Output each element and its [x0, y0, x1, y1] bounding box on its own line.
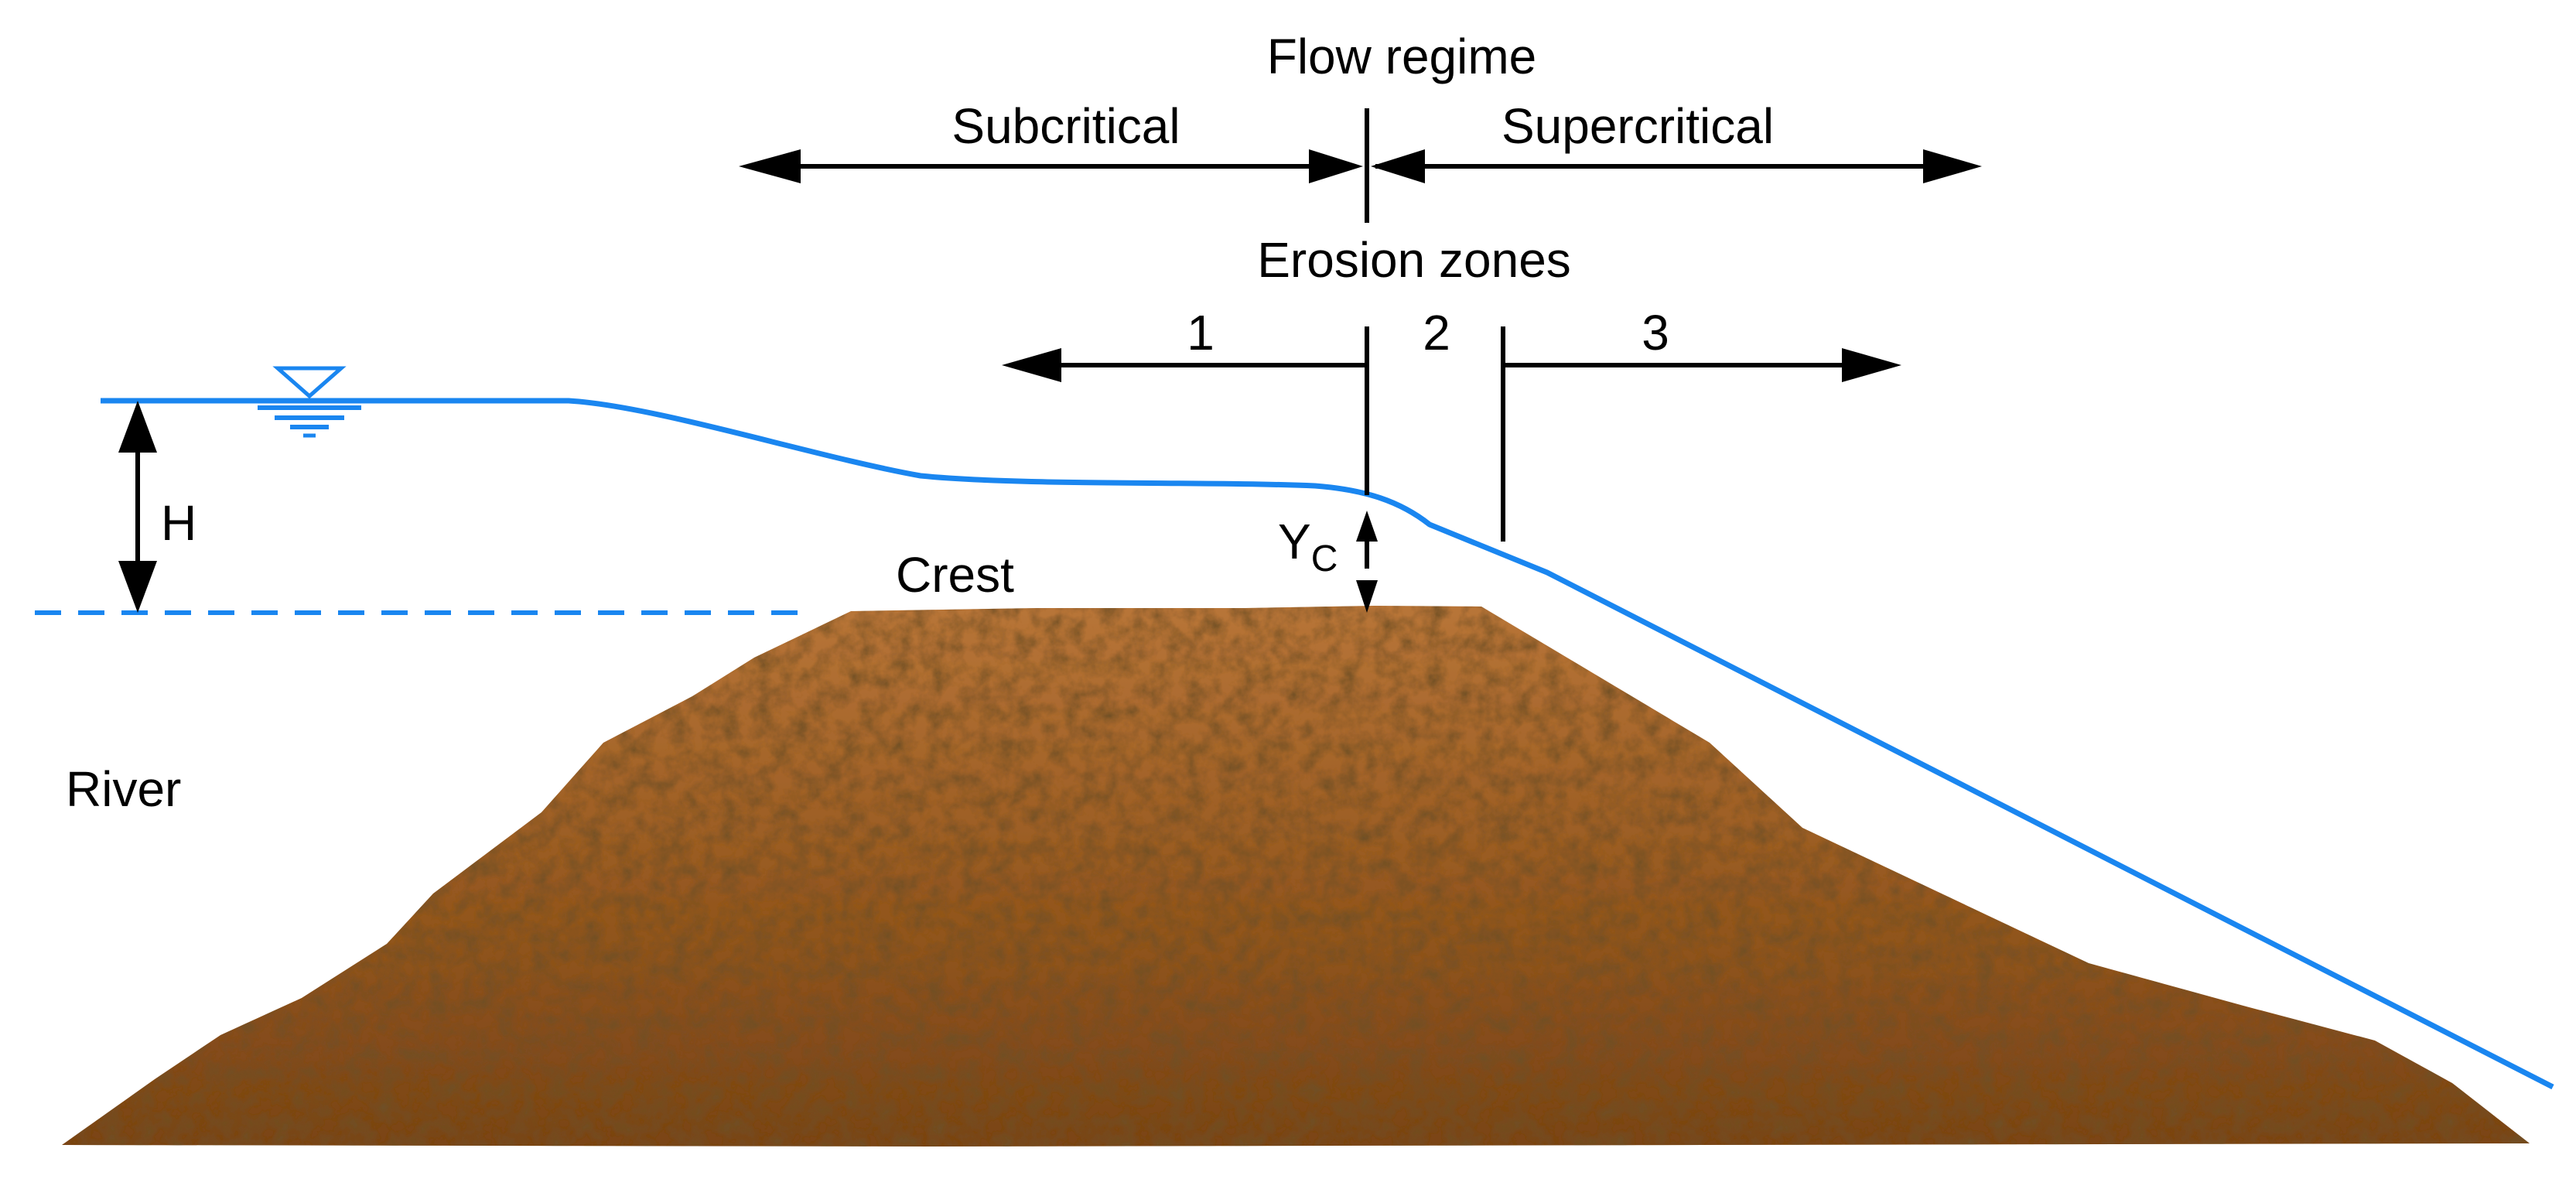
critical-depth-arrow [1356, 511, 1378, 613]
head-label: H [161, 495, 196, 551]
flow-regime-heading: Flow regime [1267, 29, 1537, 84]
crest-label: Crest [896, 547, 1014, 603]
zone-2-label: 2 [1423, 305, 1450, 361]
erosion-zones-heading: Erosion zones [1257, 232, 1571, 288]
subcritical-arrow [739, 149, 1363, 183]
zone-3-label: 3 [1642, 305, 1669, 361]
zone-3-arrow [1503, 348, 1901, 382]
zone-1-arrow [1002, 348, 1367, 382]
subcritical-label: Subcritical [951, 98, 1180, 154]
embankment-soil-body [62, 606, 2530, 1147]
water-level-icon [258, 366, 361, 438]
head-arrow [118, 401, 157, 613]
critical-depth-label-main: Y [1278, 514, 1311, 569]
supercritical-label: Supercritical [1502, 98, 1774, 154]
critical-depth-label: YC [1278, 514, 1338, 579]
critical-depth-label-subscript: C [1311, 538, 1338, 579]
zone-1-label: 1 [1187, 305, 1215, 361]
supercritical-arrow [1371, 149, 1982, 183]
river-label: River [66, 761, 181, 817]
